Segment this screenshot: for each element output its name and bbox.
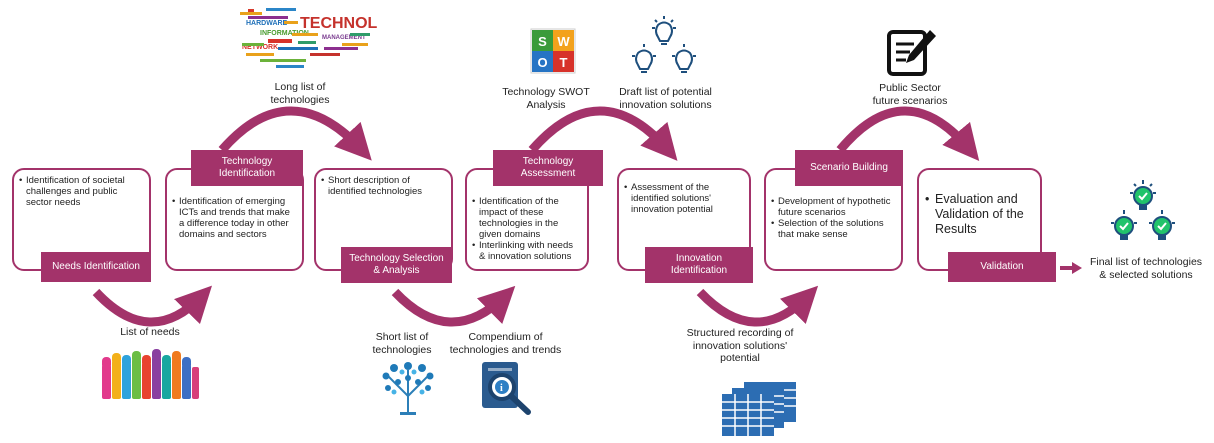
word-cloud-word: NETWORK (242, 44, 278, 51)
caption-structured-recording: Structured recording of innovation solut… (686, 327, 794, 364)
raised-hands-icon (100, 343, 200, 401)
green-lightbulbs-icon (1110, 178, 1176, 248)
swot-letter: T (560, 55, 568, 70)
spreadsheet-graphic (722, 382, 796, 436)
card-bullet: Assessment of the identified solutions' … (624, 182, 743, 215)
caption-long-list: Long list of technologies (270, 81, 330, 106)
swot-graphic: S W O T (530, 28, 576, 74)
card-bullet: Identification of societal challenges an… (19, 175, 143, 208)
card-bullet: Identification of emerging ICTs and tren… (172, 196, 296, 240)
arc-up-3 (696, 285, 819, 327)
caption-final-list: Final list of technologies & selected so… (1089, 256, 1203, 281)
card-bullet: Evaluation and Validation of the Results (925, 192, 1034, 237)
tech-tree-graphic (382, 362, 434, 415)
card-bullet: Identification of the impact of these te… (472, 196, 581, 240)
swot-letter: S (538, 34, 547, 49)
lightbulbs-graphic (632, 16, 696, 73)
spreadsheet-icon (720, 378, 800, 438)
word-cloud-word: INFORMATION (260, 30, 309, 37)
word-cloud-graphic: TECHNOLOGY HARDWARE INFORMATION NETWORK … (240, 8, 413, 68)
card-bullet: Short description of identified technolo… (321, 175, 445, 197)
swot-letter: W (557, 34, 570, 49)
final-arrow-head (1072, 262, 1082, 274)
caption-short-list: Short list of technologies (372, 331, 432, 356)
arc-down-2 (528, 106, 678, 161)
arc-up-1 (92, 285, 212, 327)
card-bullet: Development of hypothetic future scenari… (771, 196, 895, 218)
caption-draft-list: Draft list of potential innovation solut… (619, 86, 712, 111)
caption-swot: Technology SWOT Analysis (502, 86, 590, 111)
svg-text:i: i (500, 383, 503, 394)
magnifier-document-icon: i (478, 360, 536, 416)
swot-letter: O (537, 55, 547, 70)
pencil-notepad-graphic (887, 30, 936, 76)
label-technology-assessment: Technology Assessment (493, 150, 603, 186)
word-cloud-word: MANAGEMENT (322, 35, 366, 41)
swot-icon: S W O T (530, 28, 576, 74)
label-scenario-building: Scenario Building (795, 150, 903, 186)
arc-down-1 (218, 106, 372, 161)
label-needs-identification: Needs Identification (41, 252, 151, 282)
magnifier-document-graphic: i (482, 362, 531, 415)
label-technology-identification: Technology Identification (191, 150, 303, 186)
raised-hands-graphic (102, 349, 199, 399)
caption-future-scenarios: Public Sector future scenarios (872, 82, 948, 107)
tech-tree-icon (380, 358, 436, 416)
word-cloud-word: HARDWARE (246, 20, 288, 27)
label-technology-selection: Technology Selection & Analysis (341, 247, 452, 283)
word-cloud-icon: TECHNOLOGY HARDWARE INFORMATION NETWORK … (238, 3, 413, 71)
label-validation: Validation (948, 252, 1056, 282)
word-cloud-main: TECHNOLOGY (300, 15, 378, 32)
caption-compendium: Compendium of technologies and trends (449, 331, 562, 356)
arc-up-2 (391, 285, 516, 327)
green-lightbulbs-graphic (1111, 180, 1175, 240)
card-bullet: Selection of the solutions that make sen… (771, 218, 895, 240)
card-bullet: Interlinking with needs & innovation sol… (472, 240, 581, 262)
lightbulbs-icon (628, 15, 700, 81)
pencil-notepad-icon (886, 28, 938, 78)
caption-list-of-needs: List of needs (120, 326, 180, 338)
arc-down-3 (836, 106, 980, 162)
label-innovation-identification: Innovation Identification (645, 247, 753, 283)
